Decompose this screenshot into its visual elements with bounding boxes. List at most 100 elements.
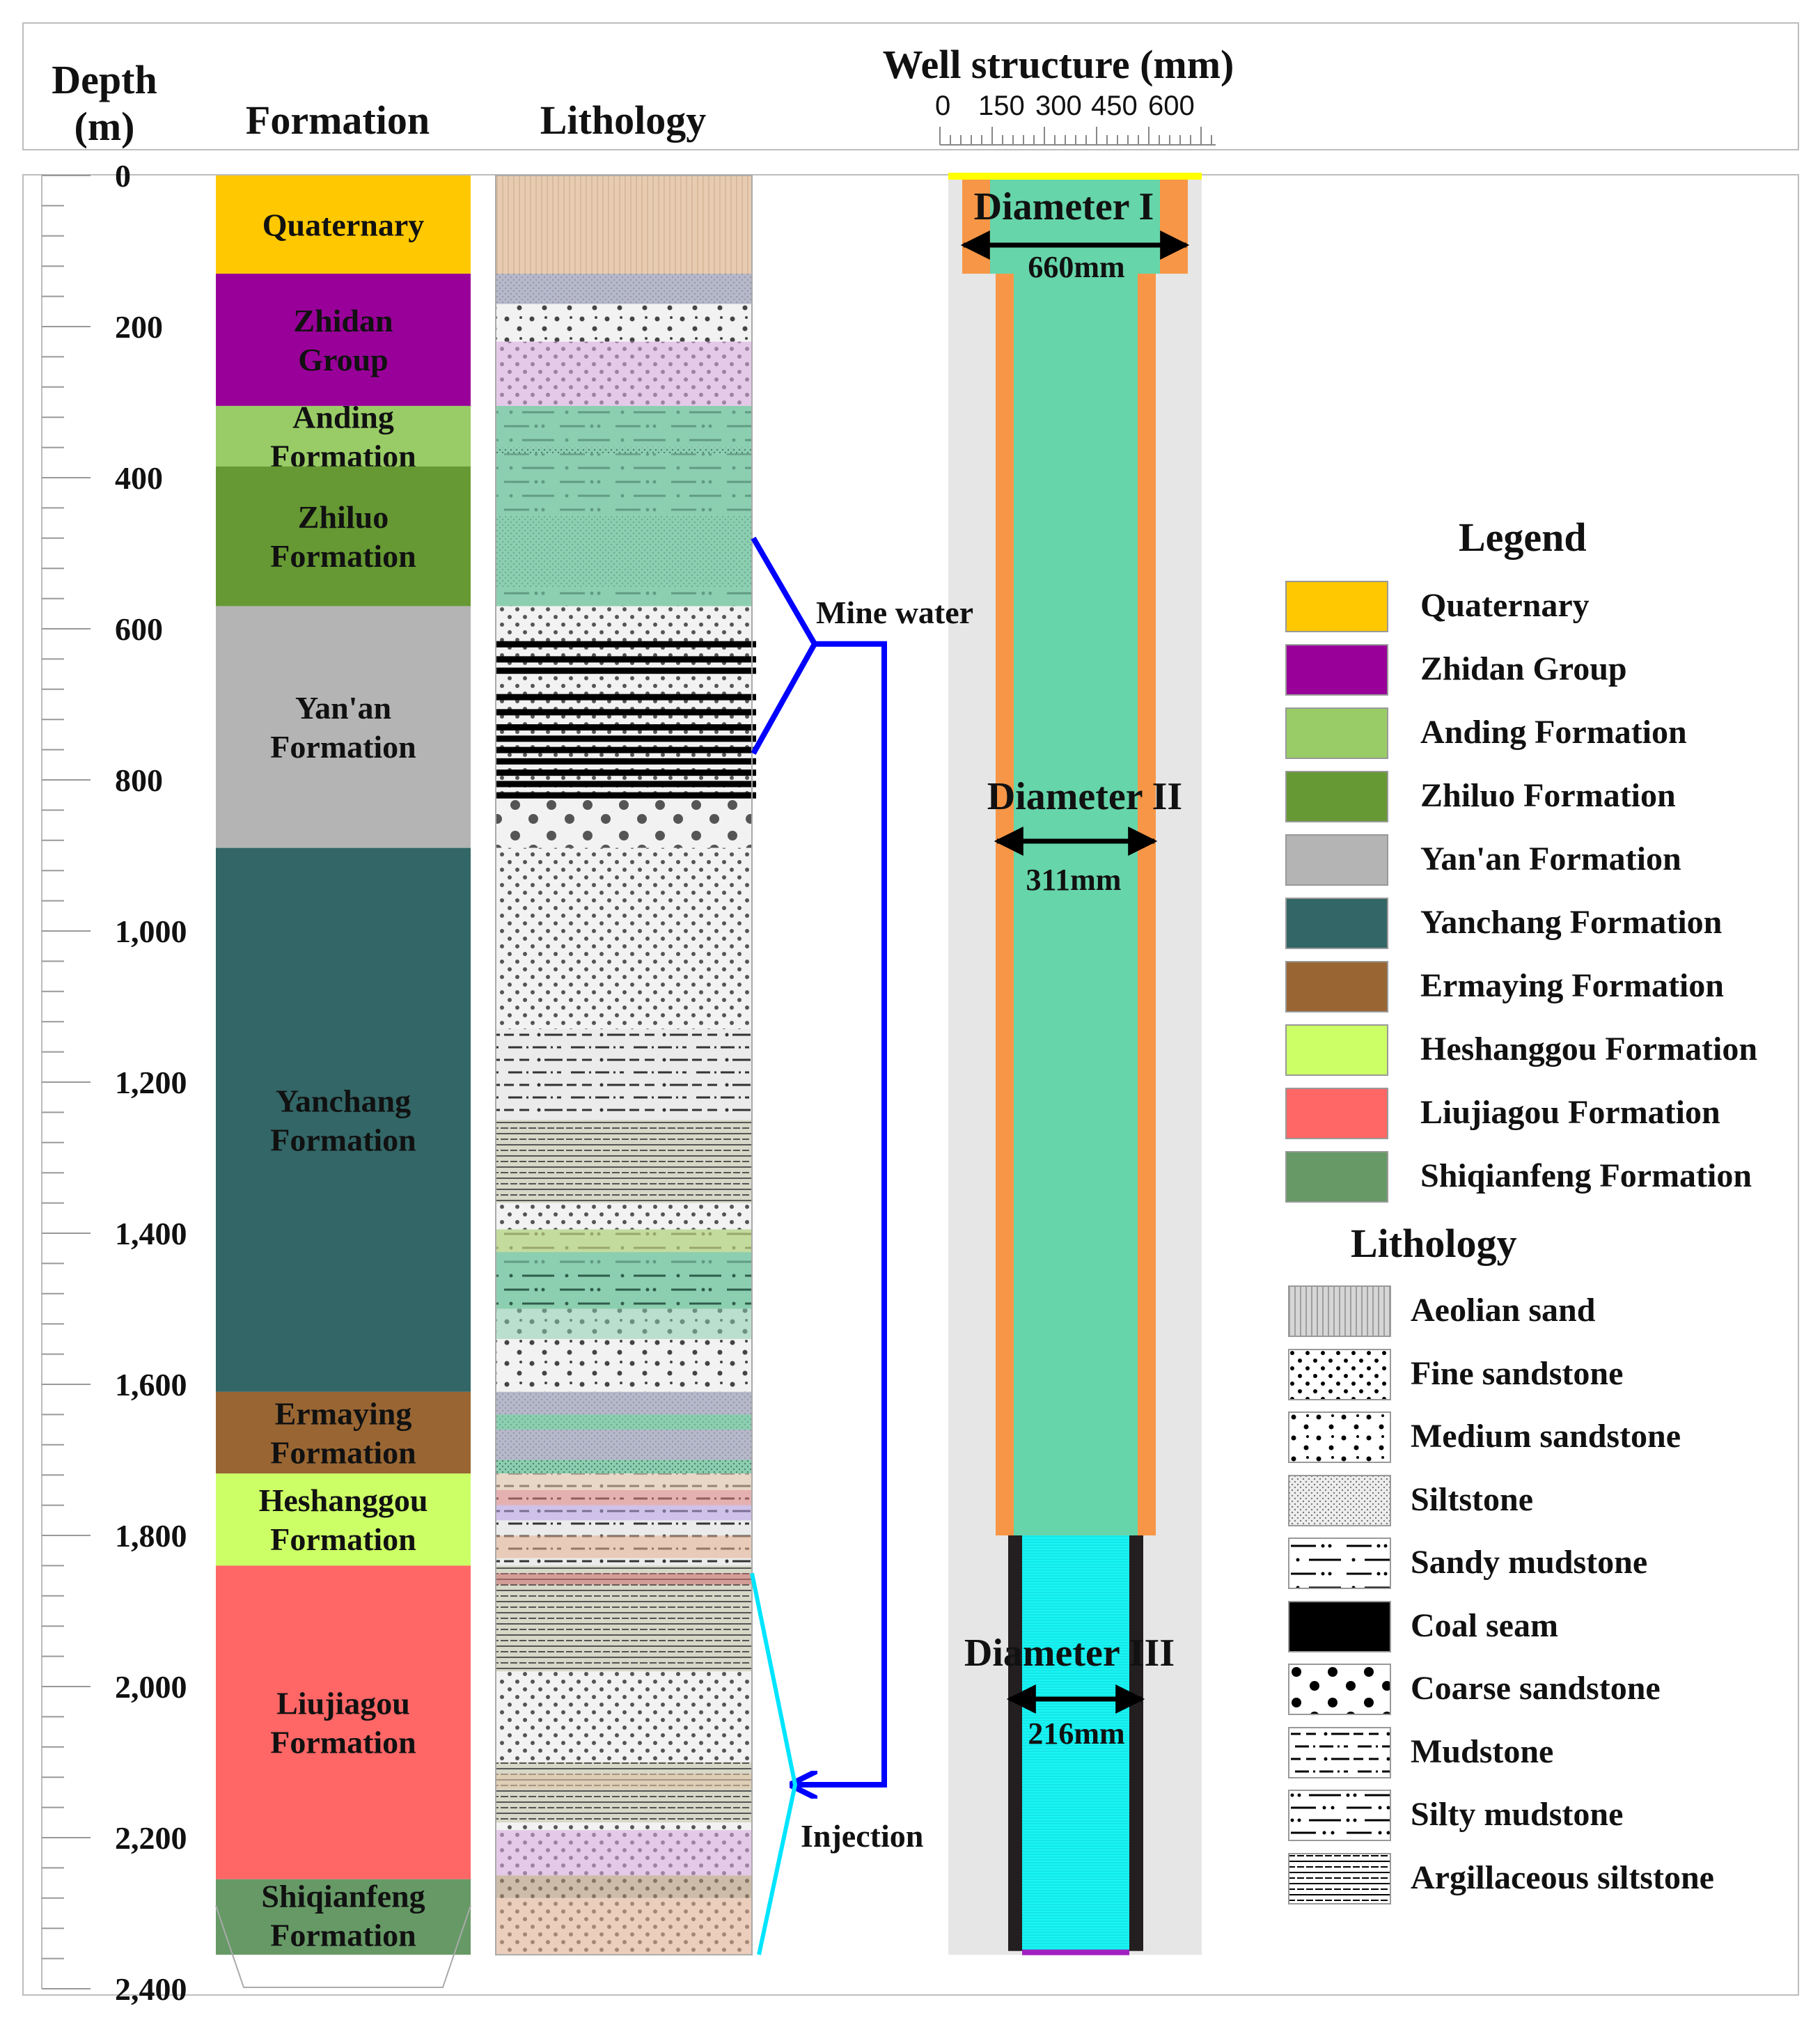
formation-label: Quaternary [262, 208, 425, 243]
formation-block [216, 1565, 471, 1879]
coal-seam [496, 694, 756, 701]
lithology-layer [496, 1671, 752, 1762]
lithology-border [495, 175, 753, 1956]
legend-swatch [1285, 898, 1388, 949]
legend-pattern-swatch [1288, 1474, 1391, 1526]
coal-seam [496, 746, 756, 753]
formation-label: Anding [292, 399, 394, 435]
lithology-band [496, 1573, 752, 1585]
legend-label: Liujiagou Formation [1420, 1094, 1720, 1131]
injection-label: Injection [801, 1818, 923, 1854]
coal-seam [496, 641, 756, 648]
legend-swatch [1285, 1151, 1388, 1203]
formation-block [216, 274, 471, 406]
legend-label: Quaternary [1420, 587, 1590, 624]
legend-label: Silty mudstone [1411, 1796, 1624, 1833]
diameter3-fill [1022, 1535, 1129, 1951]
formation-block [216, 405, 471, 467]
well-bottom [1022, 1949, 1129, 1955]
depth-header-line2: (m) [74, 103, 135, 149]
depth-label: 200 [115, 309, 163, 345]
formation-block [216, 847, 471, 1392]
legend-swatch [1285, 1088, 1388, 1139]
formation-label: Zhiluo [298, 499, 389, 535]
depth-label: 400 [115, 460, 163, 496]
legend-label: Siltstone [1411, 1480, 1534, 1518]
legend-pattern-rect [1288, 1538, 1391, 1589]
lithology-layer [496, 1120, 752, 1203]
diameter2-label: Diameter II [987, 775, 1182, 818]
formation-label: Formation [270, 1434, 416, 1470]
lithology-band [496, 1773, 752, 1789]
injection-bracket [750, 1572, 798, 1955]
depth-label: 1,400 [115, 1216, 187, 1251]
formation-label: Yanchang [276, 1083, 411, 1118]
legend-pattern-rect [1288, 1600, 1391, 1652]
scale-tick-label: 0 [935, 91, 951, 121]
formation-column: QuaternaryZhidanGroupAndingFormationZhil… [215, 175, 471, 1988]
scale-tick-label: 300 [1035, 91, 1082, 121]
legend-label: Zhiluo Formation [1420, 777, 1676, 814]
legend-label: Anding Formation [1420, 714, 1687, 751]
formation-label: Zhidan [293, 303, 393, 338]
lithology-band [496, 1414, 752, 1430]
legend-label: Shiqianfeng Formation [1420, 1157, 1752, 1194]
coal-seam [496, 709, 756, 716]
legend-swatch [1285, 961, 1388, 1012]
legend-pattern-rect [1288, 1411, 1391, 1463]
legend-label: Coal seam [1411, 1606, 1558, 1644]
coal-seam [496, 656, 756, 663]
well-structure-header: Well structure (mm) [882, 42, 1234, 87]
header-frame [22, 22, 1799, 150]
legend-title: Legend [1459, 515, 1587, 560]
depth-axis: 02004006008001,0001,2001,4001,6001,8002,… [41, 158, 187, 2007]
lithology-band [496, 274, 752, 304]
legend-label: Heshanggou Formation [1420, 1031, 1758, 1067]
formation-block [216, 1473, 471, 1566]
lithology-band [496, 1505, 752, 1521]
legend-label: Yan'an Formation [1420, 840, 1681, 877]
lithology-layer [496, 304, 752, 342]
legend-swatch [1285, 771, 1388, 822]
legend-label: Zhidan Group [1420, 650, 1627, 687]
lithology-band [496, 1489, 752, 1505]
lithology-band [496, 1535, 752, 1558]
formation-block [216, 466, 471, 607]
legend-swatch [1285, 581, 1388, 632]
lithology-band [496, 175, 752, 274]
coal-seam [496, 735, 756, 742]
legend-pattern-swatch [1288, 1411, 1391, 1463]
legend-pattern-rect [1288, 1664, 1391, 1715]
legend-pattern-rect [1288, 1348, 1391, 1400]
legend-pattern-rect [1288, 1852, 1391, 1904]
depth-label: 2,200 [115, 1820, 187, 1856]
diameter3-label: Diameter III [964, 1632, 1175, 1675]
scale-tick-label: 450 [1091, 91, 1138, 121]
lithology-band [496, 1898, 752, 1955]
legend-pattern-rect [1288, 1474, 1391, 1526]
well-surface [948, 173, 1202, 180]
depth-label: 800 [115, 762, 163, 798]
legend-label: Ermaying Formation [1420, 967, 1724, 1004]
depth-label: 1,200 [115, 1065, 187, 1100]
legend-swatch [1285, 1024, 1388, 1076]
diameter2-size: 311mm [1026, 863, 1122, 897]
lithology-band [496, 341, 752, 406]
legend-pattern-rect [1288, 1726, 1391, 1778]
depth-label: 600 [115, 611, 163, 647]
formation-block [216, 606, 471, 848]
coal-seam [496, 792, 756, 799]
coal-seam [496, 758, 756, 765]
scale-tick-label: 600 [1148, 91, 1195, 121]
lithology-layer [496, 606, 752, 795]
legend-label: Argillaceous siltstone [1411, 1859, 1714, 1896]
formation-label: Ermaying [275, 1395, 412, 1431]
formation-label: Liujiagou [276, 1686, 410, 1721]
mine-water-bracket [751, 536, 818, 755]
legend-label: Sandy mudstone [1411, 1544, 1648, 1581]
legend-pattern-swatch [1288, 1664, 1391, 1715]
legend-pattern-swatch [1288, 1538, 1391, 1589]
legend-label: Fine sandstone [1411, 1354, 1624, 1392]
